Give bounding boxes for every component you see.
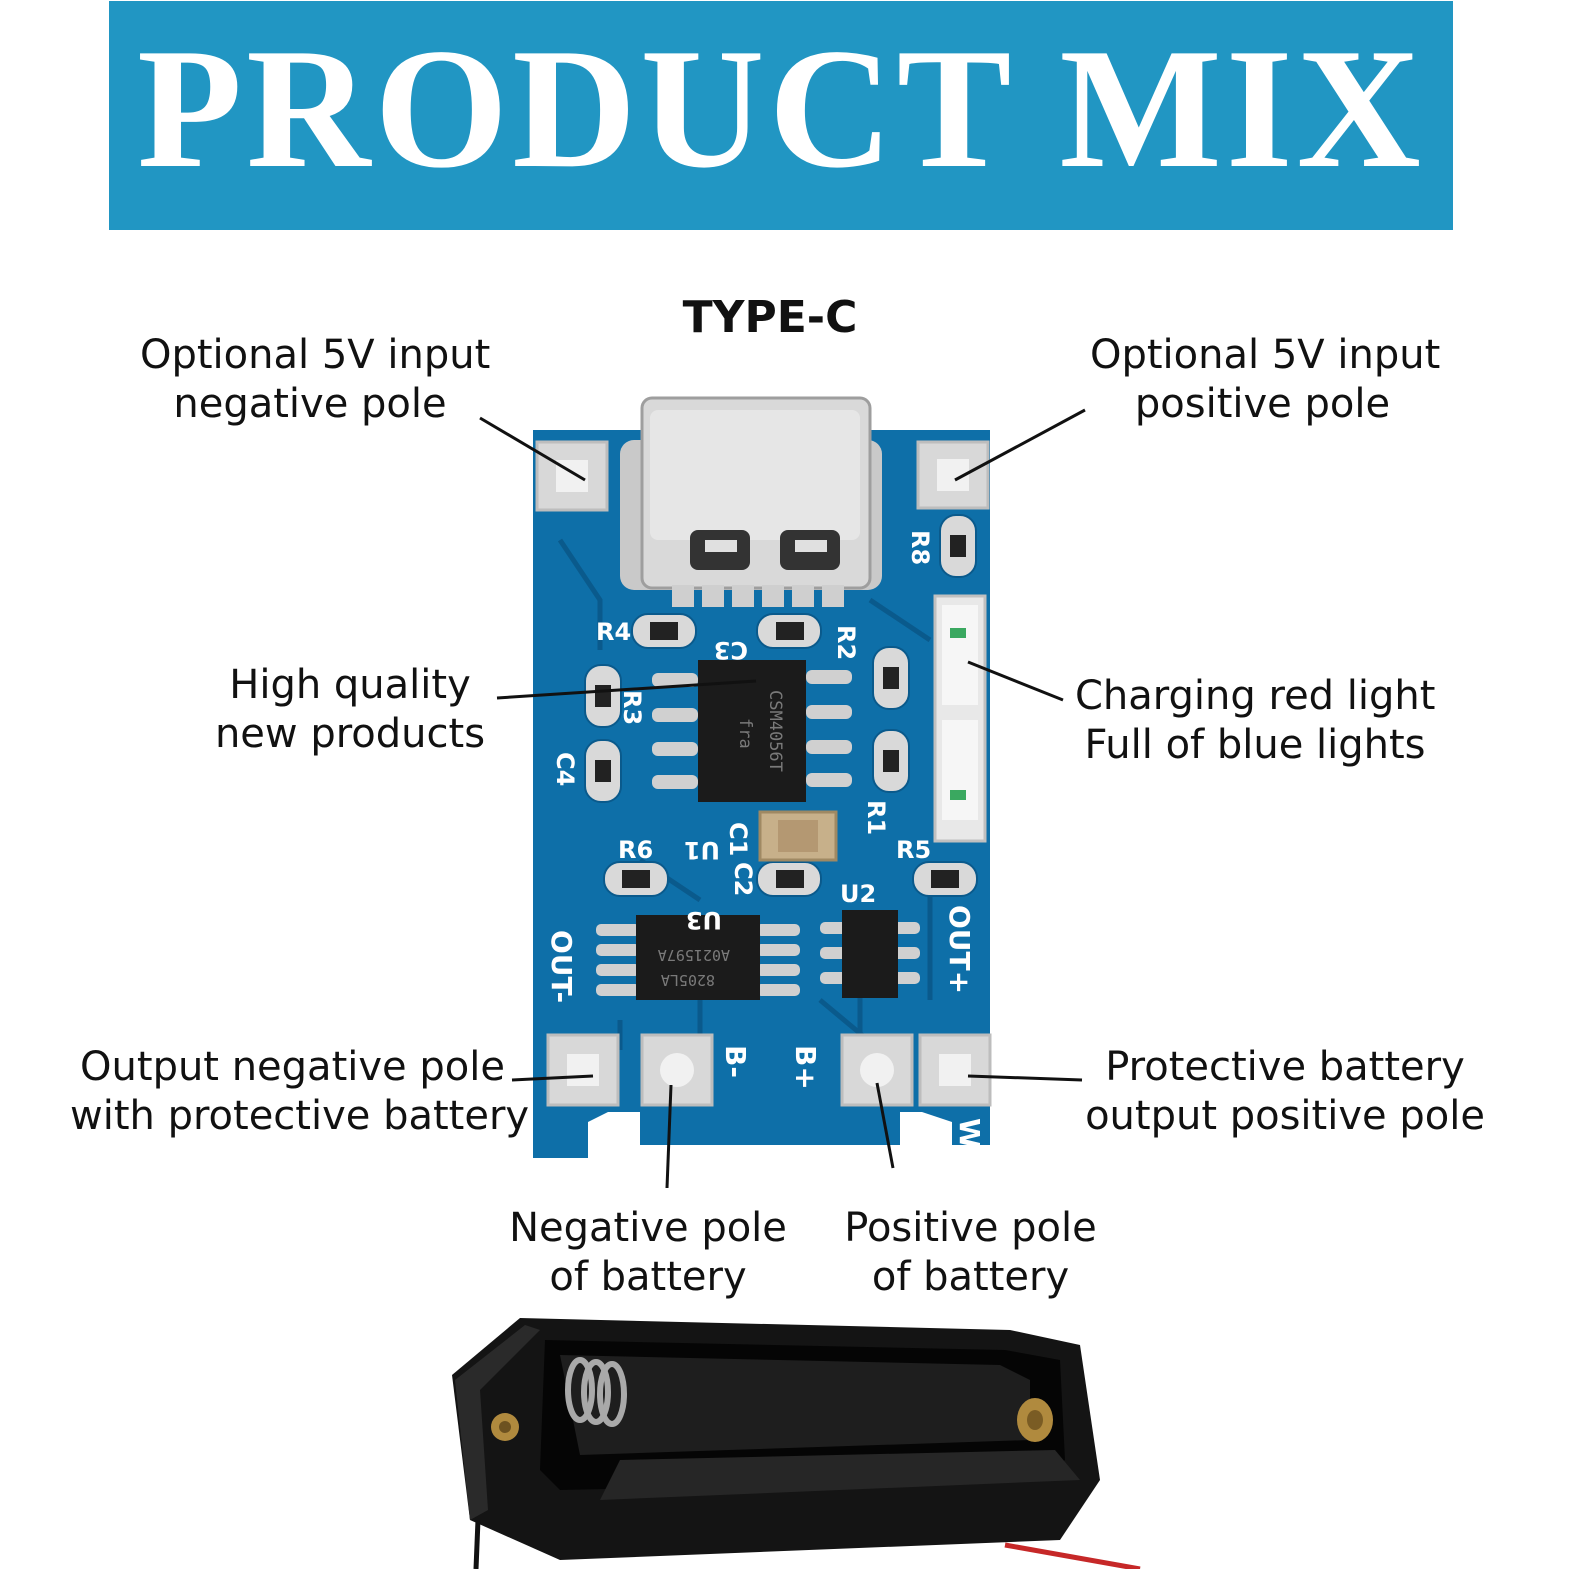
callout-input-negative-line2: negative pole	[173, 381, 447, 427]
silk-r5: R5	[896, 836, 931, 864]
red-wire	[1004, 1542, 1141, 1569]
silk-r2: R2	[832, 625, 860, 660]
callout-input-negative-line1: Optional 5V input	[140, 332, 491, 378]
type-c-label: TYPE-C	[682, 292, 858, 343]
silk-w: W	[953, 1118, 986, 1149]
input-negative-pad	[535, 440, 609, 512]
callout-output-positive-line2: output positive pole	[1085, 1093, 1485, 1139]
silk-c2: C2	[729, 862, 757, 896]
black-wire	[473, 1519, 481, 1569]
leader-lines	[479, 408, 1086, 1189]
callout-battery-positive-line1: Positive pole	[844, 1205, 1097, 1251]
protection-ic	[820, 910, 920, 998]
chip-main-marking-2: fra	[735, 718, 755, 749]
callout-battery-negative-line2: of battery	[549, 1254, 747, 1300]
callout-input-positive: Optional 5V input positive pole	[1090, 331, 1441, 429]
silk-b-minus: B-	[719, 1045, 752, 1078]
callout-battery-negative: Negative pole of battery	[508, 1204, 788, 1302]
title-banner: PRODUCT MIX	[109, 1, 1453, 230]
callout-input-positive-line2: positive pole	[1134, 381, 1391, 427]
chip-main-marking-1: CSM4056T	[765, 690, 785, 772]
callout-output-negative: Output negative pole with protective bat…	[70, 1043, 530, 1141]
silk-r1: R1	[862, 800, 890, 835]
battery-holder	[452, 1318, 1141, 1569]
banner-title: PRODUCT MIX	[137, 14, 1425, 204]
callout-battery-negative-line1: Negative pole	[509, 1205, 787, 1251]
silk-b-plus: B+	[789, 1045, 822, 1090]
callout-lights: Charging red light Full of blue lights	[1075, 672, 1435, 770]
silk-u3: U3	[686, 906, 722, 934]
silk-c1: C1	[724, 822, 752, 856]
callout-output-positive-line1: Protective battery	[1105, 1044, 1465, 1090]
callout-quality-line2: new products	[214, 711, 486, 757]
usb-type-c-connector	[620, 396, 882, 607]
silk-r3: R3	[618, 690, 646, 725]
callout-output-negative-line1: Output negative pole	[80, 1044, 505, 1090]
silk-c4: C4	[551, 752, 579, 786]
pcb-board: CSM4056T fra 8205LA A021597A	[533, 396, 992, 1158]
silk-u1: U1	[684, 836, 720, 864]
chip-protect-marking-2: A021597A	[658, 946, 730, 964]
callout-quality: High quality new products	[210, 661, 490, 759]
silk-out-minus: OUT-	[545, 930, 578, 1003]
battery-spring	[565, 1357, 627, 1427]
callout-battery-positive-line2: of battery	[871, 1254, 1070, 1300]
callout-lights-line2: Full of blue lights	[1084, 722, 1426, 768]
silk-u2: U2	[840, 880, 876, 908]
callout-output-negative-line2: with protective battery	[70, 1093, 530, 1139]
chip-protect-marking-1: 8205LA	[661, 971, 715, 989]
silk-out-plus: OUT+	[943, 905, 976, 994]
protection-chip: 8205LA A021597A	[596, 915, 800, 1000]
callout-battery-positive: Positive pole of battery	[838, 1204, 1103, 1302]
callout-input-positive-line1: Optional 5V input	[1090, 332, 1441, 378]
silk-r6: R6	[618, 836, 653, 864]
status-leds	[933, 594, 987, 843]
callout-input-negative: Optional 5V input negative pole	[140, 331, 491, 429]
callout-output-positive: Protective battery output positive pole	[1085, 1043, 1485, 1141]
callout-quality-line1: High quality	[229, 662, 471, 708]
callout-lights-line1: Charging red light	[1075, 673, 1436, 719]
silk-r8: R8	[906, 530, 934, 565]
silk-r4: R4	[596, 618, 631, 646]
silk-c3: C3	[714, 636, 748, 664]
